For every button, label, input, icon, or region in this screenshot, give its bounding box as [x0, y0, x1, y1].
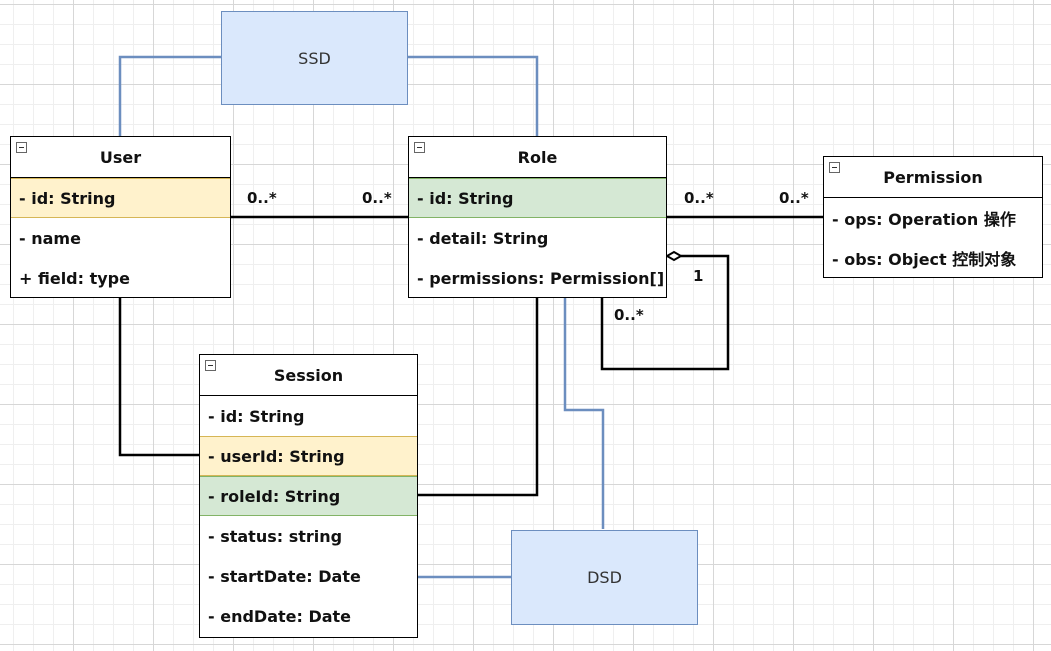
session-field-roleid[interactable]: - roleId: String [200, 476, 417, 516]
multiplicity-user-role-right: 0..* [362, 189, 392, 207]
collapse-icon[interactable] [205, 360, 216, 371]
field-text: - userId: String [208, 446, 345, 466]
field-text: - name [19, 228, 81, 248]
permission-field-ops[interactable]: - ops: Operation 操作 [824, 198, 1042, 238]
collapse-icon[interactable] [16, 142, 27, 153]
field-text: - ops: Operation 操作 [832, 210, 1016, 229]
user-field-name[interactable]: - name [11, 218, 230, 258]
user-field-field[interactable]: + field: type [11, 258, 230, 298]
session-class-title: Session [273, 365, 344, 385]
field-text: - roleId: String [208, 486, 341, 506]
field-text: + field: type [19, 268, 130, 288]
role-field-permissions[interactable]: - permissions: Permission[] [409, 258, 666, 298]
session-field-status[interactable]: - status: string [200, 516, 417, 556]
field-text: - id: String [208, 406, 305, 426]
field-text: - id: String [19, 188, 116, 208]
session-class-header[interactable]: Session [200, 355, 417, 396]
session-field-userid[interactable]: - userId: String [200, 436, 417, 476]
multiplicity-role-permission-right: 0..* [779, 189, 809, 207]
user-class-header[interactable]: User [11, 137, 230, 178]
field-text: - permissions: Permission[] [417, 268, 665, 288]
field-text: - endDate: Date [208, 606, 352, 626]
user-session-association[interactable] [118, 298, 199, 457]
dsd-role-connector[interactable] [563, 297, 605, 529]
permission-field-obs[interactable]: - obs: Object 控制对象 [824, 238, 1042, 278]
ssd-label: SSD [298, 48, 331, 68]
role-class[interactable]: Role - id: String - detail: String - per… [408, 136, 667, 298]
multiplicity-role-permission-left: 0..* [684, 189, 714, 207]
field-text: - obs: Object 控制对象 [832, 250, 1017, 269]
dsd-label: DSD [587, 568, 622, 587]
multiplicity-self-many: 0..* [614, 306, 644, 324]
user-class[interactable]: User - id: String - name + field: type [10, 136, 231, 298]
session-field-enddate[interactable]: - endDate: Date [200, 596, 417, 636]
dsd-constraint-box[interactable]: DSD [511, 530, 698, 625]
session-field-id[interactable]: - id: String [200, 396, 417, 436]
ssd-role-connector[interactable] [407, 55, 539, 137]
permission-class-title: Permission [883, 167, 983, 187]
permission-class[interactable]: Permission - ops: Operation 操作 - obs: Ob… [823, 156, 1043, 278]
field-text: - detail: String [417, 228, 549, 248]
aggregation-diamond-icon [664, 250, 684, 262]
multiplicity-self-one: 1 [693, 267, 704, 285]
role-class-header[interactable]: Role [409, 137, 666, 178]
role-field-id[interactable]: - id: String [409, 178, 666, 218]
multiplicity-user-role-left: 0..* [247, 189, 277, 207]
collapse-icon[interactable] [414, 142, 425, 153]
user-class-title: User [99, 147, 142, 167]
user-field-id[interactable]: - id: String [11, 178, 230, 218]
ssd-constraint-box[interactable]: SSD [221, 11, 408, 105]
field-text: - startDate: Date [208, 566, 361, 586]
field-text: - status: string [208, 526, 343, 546]
ssd-user-connector[interactable] [118, 55, 222, 137]
collapse-icon[interactable] [829, 162, 840, 173]
session-class[interactable]: Session - id: String - userId: String - … [199, 354, 418, 638]
role-self-aggregation[interactable] [600, 254, 730, 371]
role-field-detail[interactable]: - detail: String [409, 218, 666, 258]
permission-class-header[interactable]: Permission [824, 157, 1042, 198]
role-session-association[interactable] [418, 297, 539, 497]
field-text: - id: String [417, 188, 514, 208]
role-class-title: Role [517, 147, 558, 167]
session-field-startdate[interactable]: - startDate: Date [200, 556, 417, 596]
